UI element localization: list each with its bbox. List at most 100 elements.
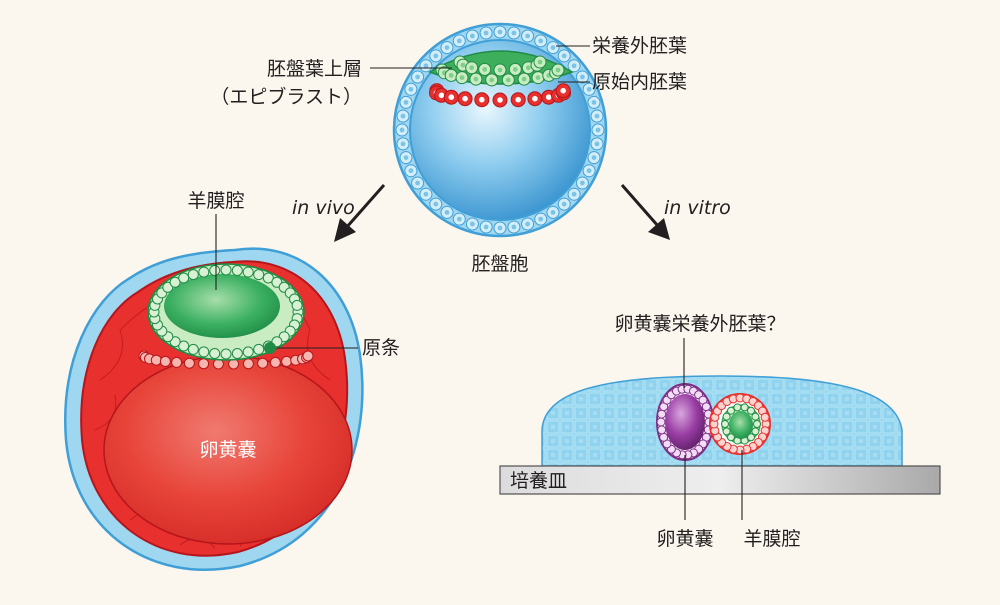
trophectoderm-cell-nucleus: [400, 141, 406, 147]
label-yolk-sac-vitro: 卵黄嚢: [656, 528, 713, 550]
amniotic-cavity-vitro: [729, 411, 753, 439]
yolk-sac-vitro: [665, 394, 705, 450]
hypoblast-cell: [198, 358, 210, 370]
hypoblast-cells: [138, 350, 314, 370]
epiblast-cell-nucleus: [497, 67, 503, 73]
trophectoderm-cell-nucleus: [400, 113, 406, 119]
amnion-cell: [242, 266, 254, 278]
amnion-cell: [253, 343, 265, 355]
label-epiblast-line1: 胚盤葉上層: [267, 58, 362, 80]
epiblast-cell-nucleus: [521, 76, 527, 82]
trophectoderm-cell-nucleus: [538, 216, 544, 222]
hypoblast-cell: [171, 356, 183, 368]
amnion-cell: [209, 348, 221, 359]
label-amniotic-cavity-vitro: 羊膜腔: [743, 528, 800, 550]
amnion-red-cell: [760, 412, 770, 422]
label-yolk-sac-trophectoderm-q: 卵黄嚢栄養外胚葉？: [614, 313, 785, 335]
label-culture-dish: 培養皿: [510, 470, 567, 492]
primitive-streak-cell: [264, 342, 276, 354]
amnion-red-cells-vitro: [709, 393, 771, 455]
trophectoderm-cell-nucleus: [403, 155, 409, 161]
amnion-cell: [187, 343, 199, 355]
trophectoderm-cell-nucleus: [423, 63, 429, 69]
trophectoderm-cell-nucleus: [586, 86, 592, 92]
arrow-in-vivo: [334, 184, 386, 242]
amnion-green-cell: [727, 406, 735, 415]
epiblast-cell-nucleus: [448, 73, 454, 78]
label-amniotic-cavity-vivo: 羊膜腔: [187, 190, 244, 212]
trophectoderm-cell-nucleus: [538, 38, 544, 44]
amnion-cell: [187, 269, 199, 281]
trophectoderm-cell-nucleus: [470, 221, 475, 227]
yolk-sac-cell: [657, 409, 667, 419]
trophectoderm-cell-nucleus: [456, 216, 462, 222]
amnion-green-cell: [753, 420, 761, 428]
amnion-cell: [253, 269, 265, 281]
epiblast-cell-nucleus: [512, 67, 518, 72]
yolk-sac-cell: [656, 417, 666, 427]
trophectoderm-cell-nucleus: [408, 86, 414, 92]
trophectoderm-cell-nucleus: [561, 53, 567, 59]
trophectoderm-cell-nucleus: [591, 155, 597, 161]
epiblast-cell-nucleus: [537, 59, 543, 65]
amnion-cell: [169, 276, 181, 288]
amnion-green-cell: [722, 412, 731, 421]
primitive-endoderm-cell-nucleus: [515, 96, 521, 103]
amnion-cells: [148, 264, 304, 360]
trophectoderm-cell-nucleus: [444, 210, 450, 215]
amnion-green-cell: [747, 433, 755, 442]
trophectoderm-cell-nucleus: [444, 45, 450, 50]
trophectoderm-cell-nucleus: [399, 127, 405, 133]
epiblast-cell-nucleus: [489, 77, 495, 83]
epiblast-cell-nucleus: [505, 77, 511, 83]
epiblast-cell-nucleus: [525, 65, 531, 71]
hypoblast-cell: [302, 350, 314, 362]
in-vivo-embryo: [64, 247, 364, 571]
amnion-green-cell: [733, 403, 742, 412]
primitive-endoderm-cell-nucleus: [497, 97, 503, 103]
amnion-cell: [231, 348, 243, 359]
trophectoderm-cell-nucleus: [433, 201, 439, 207]
amnion-green-cell: [721, 420, 729, 428]
epiblast-cell-nucleus: [535, 75, 541, 80]
hypoblast-cell: [269, 356, 281, 368]
primitive-endoderm-cell-nucleus: [532, 95, 538, 102]
epiblast-cells: [435, 55, 565, 87]
trophectoderm-cell-nucleus: [594, 113, 600, 119]
label-yolk-sac-vivo: 卵黄嚢: [199, 439, 256, 461]
primitive-endoderm-cell-nucleus: [438, 92, 445, 99]
culture-dish: [499, 465, 941, 495]
hypoblast-cell: [281, 355, 293, 367]
amnion-cell: [262, 272, 274, 284]
epiblast-cell-nucleus: [482, 67, 488, 72]
amnion-green-cell: [727, 433, 735, 442]
amnion-green-cell: [751, 427, 760, 436]
hypoblast-cell: [257, 357, 269, 369]
epiblast-cell-nucleus: [473, 76, 479, 82]
amnion-cell: [231, 265, 243, 276]
trophectoderm-cell-nucleus: [571, 63, 577, 69]
label-primitive-streak: 原条: [362, 337, 400, 359]
trophectoderm-cell-nucleus: [511, 30, 517, 36]
yolk-sac-cell: [701, 402, 711, 412]
amniotic-cavity-vivo: [164, 274, 280, 338]
trophectoderm-cell-nucleus: [525, 221, 530, 227]
primitive-endoderm-cells: [429, 83, 571, 108]
label-in-vivo: in vivo: [292, 197, 355, 219]
amnion-cell: [242, 346, 254, 358]
epiblast-cell-nucleus: [469, 65, 475, 71]
amnion-cell: [198, 266, 210, 278]
amnion-cell: [178, 340, 190, 352]
trophectoderm-cell-nucleus: [483, 30, 489, 36]
label-trophectoderm: 栄養外胚葉: [592, 35, 687, 57]
trophectoderm-cell-nucleus: [550, 45, 556, 50]
trophectoderm-cell-nucleus: [456, 38, 462, 44]
in-vitro-culture: [499, 375, 941, 495]
trophectoderm-cell-nucleus: [483, 224, 489, 230]
amnion-cell: [198, 346, 210, 358]
epiblast-cell-nucleus: [555, 67, 561, 73]
hypoblast-cell: [159, 355, 171, 367]
trophectoderm-cell-nucleus: [525, 33, 530, 39]
arrow-in-vitro: [620, 184, 670, 240]
